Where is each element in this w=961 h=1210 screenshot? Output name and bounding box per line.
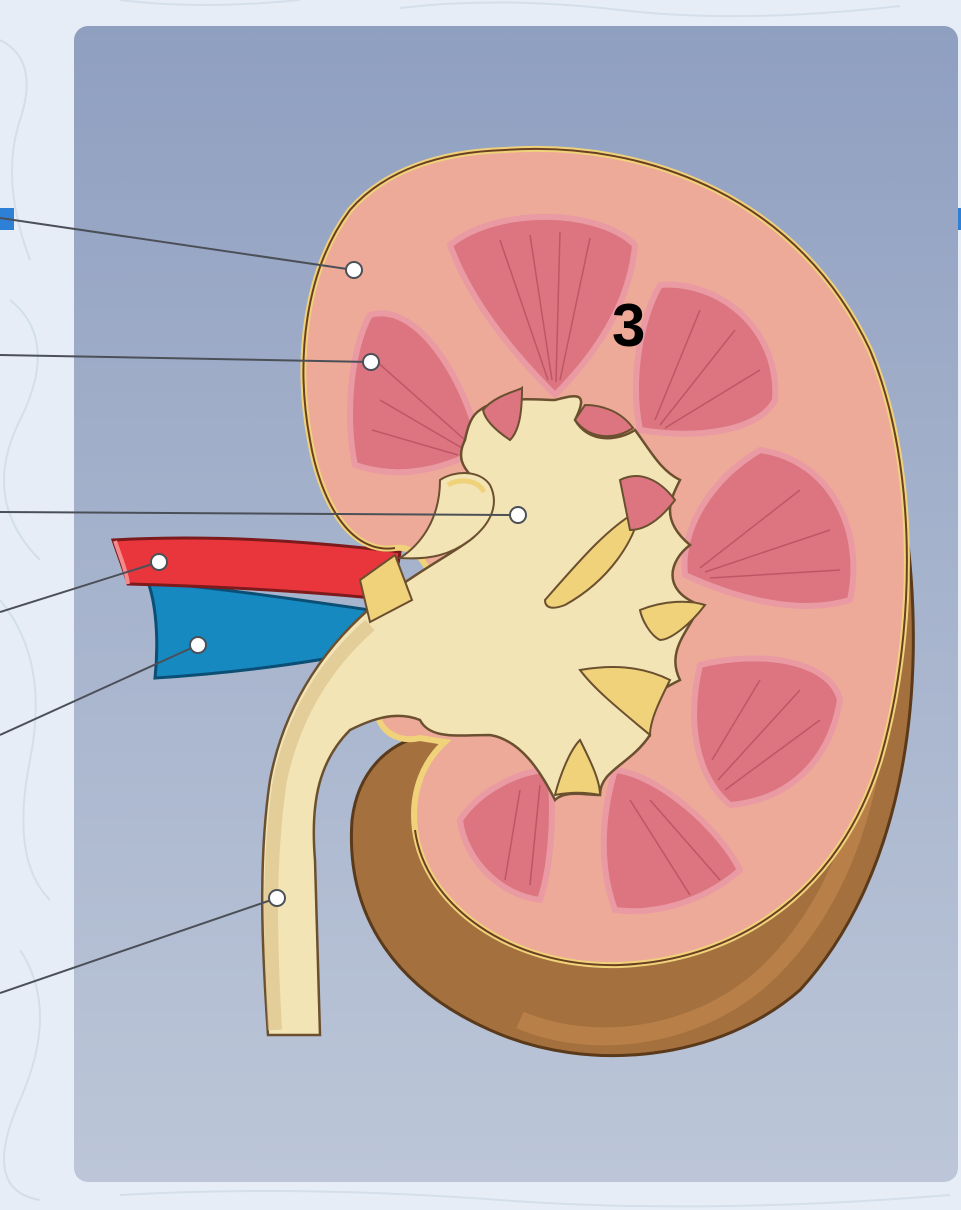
callout-renal-vein[interactable] [190, 637, 206, 653]
leader-line-ureter [0, 898, 277, 993]
callout-cortex[interactable] [346, 262, 362, 278]
leader-line-cortex [0, 218, 354, 270]
callout-renal-artery[interactable] [151, 554, 167, 570]
leader-line-artery [0, 562, 159, 612]
callout-ureter[interactable] [269, 890, 285, 906]
callout-pelvis[interactable] [510, 507, 526, 523]
callout-pyramid[interactable] [363, 354, 379, 370]
leader-line-vein [0, 645, 198, 735]
marker-number-label: 3 [612, 292, 645, 359]
